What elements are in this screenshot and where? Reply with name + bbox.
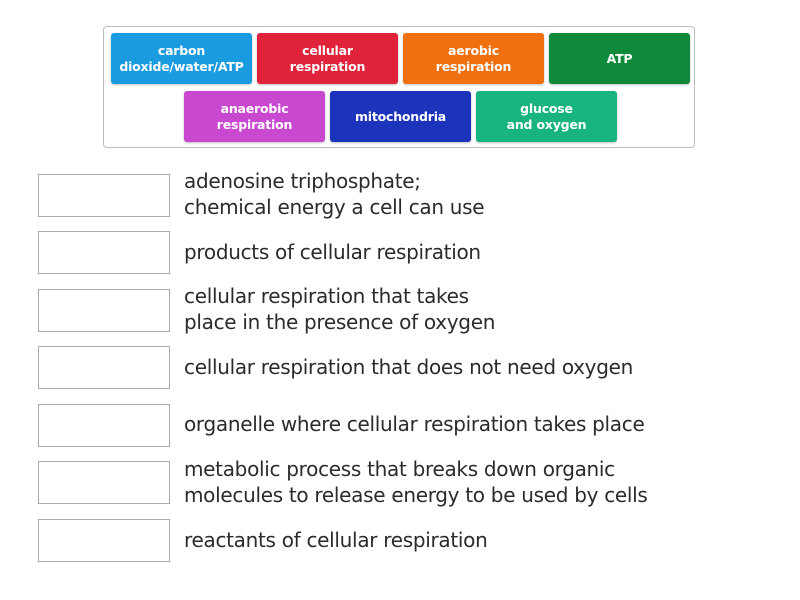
tile-atp[interactable]: ATP xyxy=(549,33,690,84)
drop-slot-1[interactable] xyxy=(38,174,170,217)
clue-3: cellular respiration that takes place in… xyxy=(184,284,496,334)
drop-slot-6[interactable] xyxy=(38,461,170,504)
clue-4: cellular respiration that does not need … xyxy=(184,355,633,379)
drop-slot-4[interactable] xyxy=(38,346,170,389)
clue-2: products of cellular respiration xyxy=(184,240,481,264)
clue-5: organelle where cellular respiration tak… xyxy=(184,412,645,436)
drop-slot-5[interactable] xyxy=(38,404,170,447)
tile-cellular-respiration[interactable]: cellular respiration xyxy=(257,33,398,84)
tile-aerobic-respiration[interactable]: aerobic respiration xyxy=(403,33,544,84)
drop-slot-2[interactable] xyxy=(38,231,170,274)
tile-anaerobic-respiration[interactable]: anaerobic respiration xyxy=(184,91,325,142)
drop-slot-7[interactable] xyxy=(38,519,170,562)
clue-1: adenosine triphosphate; chemical energy … xyxy=(184,169,485,219)
drop-slot-3[interactable] xyxy=(38,289,170,332)
clue-6: metabolic process that breaks down organ… xyxy=(184,457,648,507)
tile-carbon-dioxide-water-atp[interactable]: carbon dioxide/water/ATP xyxy=(111,33,252,84)
tile-mitochondria[interactable]: mitochondria xyxy=(330,91,471,142)
tile-glucose-and-oxygen[interactable]: glucose and oxygen xyxy=(476,91,617,142)
clue-7: reactants of cellular respiration xyxy=(184,528,488,552)
answer-bank: carbon dioxide/water/ATP cellular respir… xyxy=(103,26,695,148)
